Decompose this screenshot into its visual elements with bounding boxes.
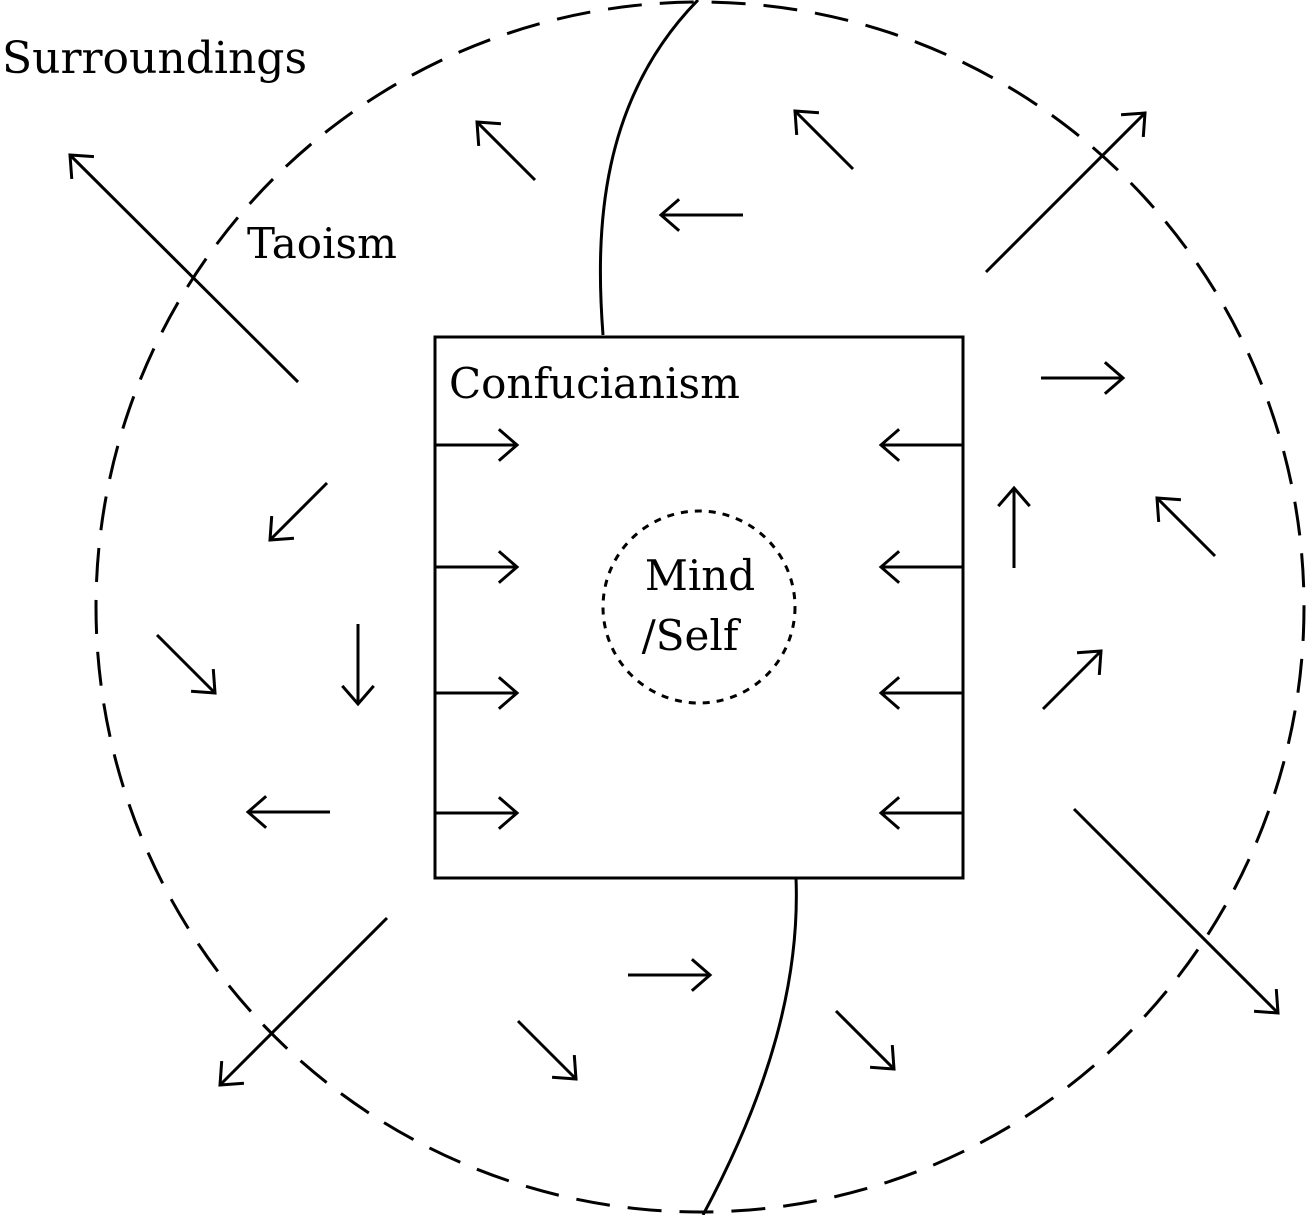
arrow-top-1 (475, 120, 537, 182)
arrows-group (68, 109, 1280, 1087)
arrow-long-top-right (984, 111, 1147, 274)
divider-curve-top (598, 0, 700, 336)
confucianism-box (433, 335, 965, 880)
arrow-left-4 (245, 795, 330, 829)
mind-self-circle (601, 509, 797, 705)
arrow-top-3 (658, 198, 743, 232)
arrow-in-right-1 (878, 428, 963, 462)
arrow-in-left-3 (435, 676, 520, 710)
arrow-left-2 (155, 633, 217, 695)
arrow-right-2 (997, 485, 1031, 568)
arrow-in-right-4 (878, 796, 963, 830)
arrow-bottom-1 (628, 958, 713, 992)
arrow-long-bottom-right (1072, 807, 1280, 1015)
arrow-bottom-2 (516, 1019, 578, 1081)
divider-curve-bottom (701, 877, 798, 1215)
taoism-boundary (94, 0, 1306, 1214)
mind-label: Mind (645, 551, 755, 600)
confucianism-label: Confucianism (449, 359, 740, 408)
surroundings-label: Surroundings (2, 33, 307, 84)
arrow-left-3 (341, 624, 375, 707)
arrow-in-left-1 (435, 428, 520, 462)
self-label: /Self (642, 611, 742, 660)
arrow-long-top-left (68, 153, 300, 384)
arrow-in-left-4 (435, 796, 520, 830)
arrow-long-bottom-left (218, 916, 389, 1087)
arrow-in-right-2 (878, 550, 963, 584)
taoism-label: Taoism (247, 219, 397, 268)
arrow-right-3 (1155, 496, 1217, 558)
arrow-bottom-3 (834, 1009, 896, 1071)
arrow-right-1 (1041, 361, 1126, 395)
arrow-left-1 (268, 481, 329, 542)
arrow-in-right-3 (878, 676, 963, 710)
arrow-in-left-2 (435, 550, 520, 584)
arrow-top-2 (793, 109, 855, 171)
arrow-right-4 (1041, 649, 1103, 711)
